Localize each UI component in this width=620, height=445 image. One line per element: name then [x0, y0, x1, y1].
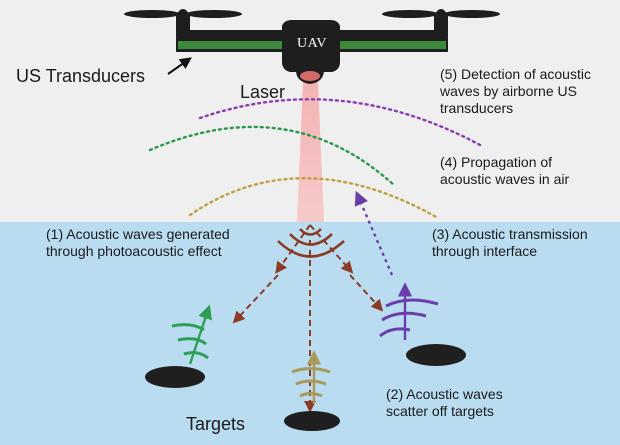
- lens-glow: [300, 71, 320, 81]
- scatter-wave-purple: [354, 190, 439, 340]
- step3-label: (3) Acoustic transmission through interf…: [432, 226, 588, 260]
- drone-arm-right: [330, 30, 442, 38]
- target-left: [145, 366, 205, 388]
- air-wave-tan: [188, 177, 440, 220]
- step5-line1: (5) Detection of acoustic: [440, 66, 591, 82]
- air-wave-purple: [198, 98, 482, 147]
- step4-line2: acoustic waves in air: [440, 171, 570, 187]
- uav-label: UAV: [297, 36, 328, 51]
- laser-label: Laser: [240, 82, 286, 102]
- step4-label: (4) Propagation of acoustic waves in air: [440, 154, 569, 188]
- step3-line1: (3) Acoustic transmission: [432, 226, 588, 242]
- step2-line2: scatter off targets: [386, 403, 494, 419]
- propeller-left: [124, 9, 242, 40]
- target-center: [284, 411, 340, 431]
- step1-line1: (1) Acoustic waves generated: [46, 226, 230, 242]
- step2-line1: (2) Acoustic waves: [386, 386, 503, 402]
- step5-label: (5) Detection of acoustic waves by airbo…: [440, 66, 591, 117]
- step2-label: (2) Acoustic waves scatter off targets: [386, 386, 503, 420]
- air-wave-green: [148, 125, 397, 188]
- propeller-right: [382, 9, 500, 40]
- step5-line2: waves by airborne US: [440, 83, 577, 99]
- step5-line3: transducers: [440, 100, 514, 116]
- drone-arm-left: [182, 30, 294, 38]
- step1-label: (1) Acoustic waves generated through pho…: [46, 226, 230, 260]
- step3-line2: through interface: [432, 243, 538, 259]
- drone-body: [282, 20, 340, 72]
- us-transducers-label: US Transducers: [16, 66, 146, 86]
- laser-beam: [297, 82, 324, 222]
- transducer-pointer: [167, 57, 192, 75]
- transducer-array: [176, 38, 448, 52]
- step4-line1: (4) Propagation of: [440, 154, 553, 170]
- targets-label: Targets: [186, 414, 246, 434]
- scatter-wave-green: [171, 304, 213, 365]
- target-right: [406, 344, 466, 366]
- scatter-wave-tan: [291, 350, 331, 404]
- step1-line2: through photoacoustic effect: [46, 243, 222, 259]
